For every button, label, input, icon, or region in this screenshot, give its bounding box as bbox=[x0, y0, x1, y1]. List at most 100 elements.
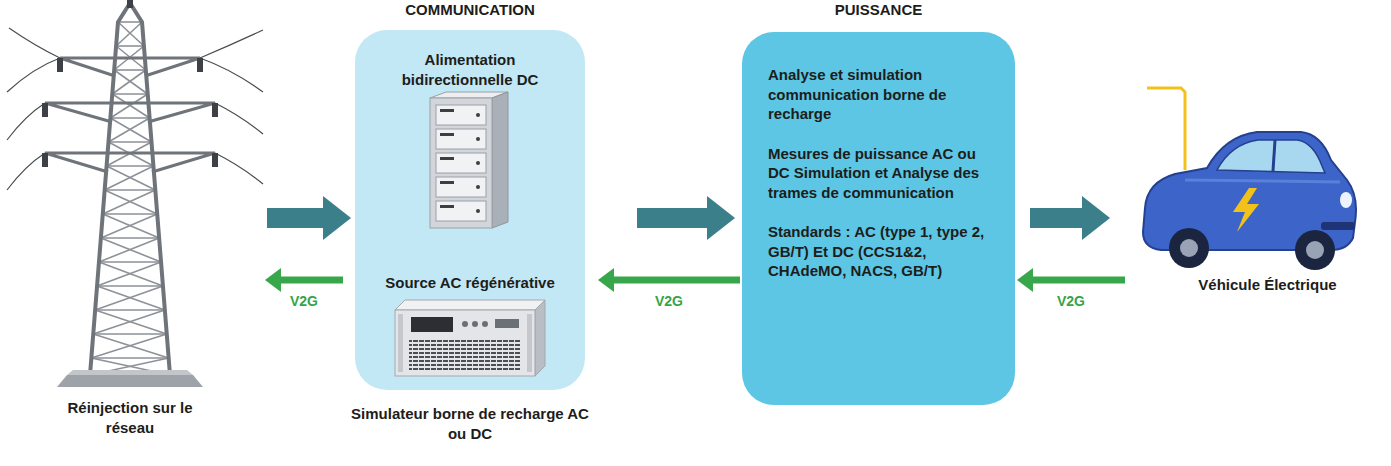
pylon-lattice bbox=[91, 357, 168, 359]
ac-source-illustration bbox=[527, 314, 532, 372]
pylon-lattice bbox=[118, 21, 142, 23]
pylon-lattice bbox=[112, 94, 149, 118]
rack-module bbox=[436, 201, 486, 221]
car-window bbox=[1217, 140, 1325, 173]
ac-source-illustration bbox=[395, 310, 535, 376]
rack-indicator bbox=[440, 133, 454, 136]
pylon-lattice bbox=[105, 189, 156, 191]
insulator bbox=[57, 58, 63, 72]
rack-indicator bbox=[440, 181, 454, 184]
pylon-lattice bbox=[99, 261, 161, 263]
power-wire bbox=[215, 153, 263, 184]
panel-text: Mesures de puissance AC ou DC Simulation… bbox=[768, 144, 999, 203]
power-wire bbox=[200, 58, 263, 92]
lightning-bolt bbox=[1233, 188, 1259, 232]
pylon-lattice bbox=[105, 166, 154, 190]
pylon-lattice bbox=[93, 310, 165, 334]
pylon-lattice bbox=[103, 190, 156, 214]
power-wire bbox=[7, 103, 45, 140]
panel-text: Source AC régénérative bbox=[355, 273, 585, 293]
panel-heading: PUISSANCE bbox=[722, 0, 1035, 20]
power-wire bbox=[200, 30, 263, 58]
pylon-lattice bbox=[112, 70, 146, 94]
pylon-lattice bbox=[99, 238, 159, 262]
ac-source-illustration bbox=[398, 314, 403, 372]
power-wire bbox=[7, 28, 263, 190]
ac-source-illustration bbox=[495, 319, 519, 328]
pylon-lattice bbox=[116, 22, 142, 46]
panel-heading: COMMUNICATION bbox=[315, 0, 625, 20]
power-wire bbox=[7, 153, 45, 190]
car-pillar bbox=[1273, 140, 1275, 171]
pylon-lattice bbox=[110, 118, 151, 142]
pylon-base bbox=[57, 375, 203, 387]
power-panel: PUISSANCEAnalyse et simulation communica… bbox=[742, 32, 1015, 405]
pylon-lattice bbox=[97, 285, 163, 287]
charging-cable bbox=[1147, 88, 1185, 170]
pylon-lattice bbox=[110, 94, 147, 118]
insulator bbox=[212, 103, 218, 117]
pylon-base bbox=[67, 370, 193, 375]
ac-source-illustration bbox=[472, 321, 478, 327]
ac-source-illustration bbox=[409, 340, 521, 370]
v2g-arrow bbox=[614, 277, 740, 284]
pylon-base bbox=[57, 370, 203, 387]
car-wheel bbox=[1169, 228, 1209, 268]
ac-source-illustration bbox=[411, 317, 453, 332]
dc-supply-illustration bbox=[492, 92, 508, 228]
pylon-arm bbox=[45, 103, 215, 122]
pylon-lattice bbox=[107, 166, 156, 190]
panel-text: Standards : AC (type 1, type 2, GB/T) Et… bbox=[768, 222, 999, 281]
power-flow-arrow bbox=[637, 208, 707, 228]
pylon-lattice bbox=[112, 93, 147, 95]
insulator bbox=[42, 103, 48, 117]
ac-source-illustration bbox=[462, 321, 468, 327]
rack-module bbox=[436, 177, 486, 197]
rack-indicator bbox=[476, 161, 480, 165]
rack-indicator bbox=[440, 205, 454, 208]
power-flow-arrow bbox=[1030, 208, 1082, 228]
vehicle-illustration bbox=[1125, 110, 1370, 270]
rack-indicator bbox=[440, 109, 454, 112]
rack-module bbox=[436, 153, 486, 173]
rack-indicator bbox=[476, 185, 480, 189]
car-grille bbox=[1321, 222, 1355, 230]
car-wheel bbox=[1180, 239, 1198, 257]
pylon-arm bbox=[45, 153, 215, 172]
ac-source-illustration bbox=[395, 300, 545, 310]
edge-label: V2G bbox=[1054, 293, 1088, 309]
rack-indicator bbox=[476, 137, 480, 141]
car-wheel bbox=[1169, 228, 1335, 270]
v2g-arrow bbox=[1033, 277, 1125, 284]
insulator bbox=[212, 153, 218, 167]
pylon-lattice bbox=[95, 286, 163, 310]
ac-source-illustration bbox=[462, 319, 519, 328]
pylon-lattice bbox=[91, 334, 166, 358]
pylon-lattice bbox=[118, 22, 144, 46]
rack-module bbox=[436, 129, 486, 149]
insulator bbox=[127, 0, 133, 8]
ac-source-illustration bbox=[535, 300, 545, 376]
panel-text: Analyse et simulation communication born… bbox=[768, 65, 999, 124]
communication-panel: COMMUNICATIONAlimentation bidirectionnel… bbox=[355, 30, 585, 390]
power-wire bbox=[215, 103, 263, 134]
pylon-lattice bbox=[103, 213, 157, 215]
insulator bbox=[42, 0, 218, 167]
edge-label: V2G bbox=[652, 293, 686, 309]
rack-indicator bbox=[476, 209, 480, 213]
insulator bbox=[197, 58, 203, 72]
rack-module bbox=[436, 105, 486, 221]
car-wheel bbox=[1295, 230, 1335, 270]
pylon-lattice bbox=[108, 118, 149, 142]
power-wire bbox=[7, 58, 60, 92]
pylon-lattice bbox=[101, 237, 159, 239]
rack-indicator bbox=[440, 109, 480, 213]
caption: Simulateur borne de recharge AC ou DC bbox=[345, 404, 595, 443]
pylon-arm bbox=[45, 58, 215, 172]
pylon-lattice bbox=[114, 69, 146, 71]
caption: Réinjection sur le réseau bbox=[65, 398, 195, 437]
power-wire bbox=[9, 28, 60, 58]
car-wheel bbox=[1306, 241, 1324, 259]
v2g-arrow bbox=[281, 277, 343, 284]
